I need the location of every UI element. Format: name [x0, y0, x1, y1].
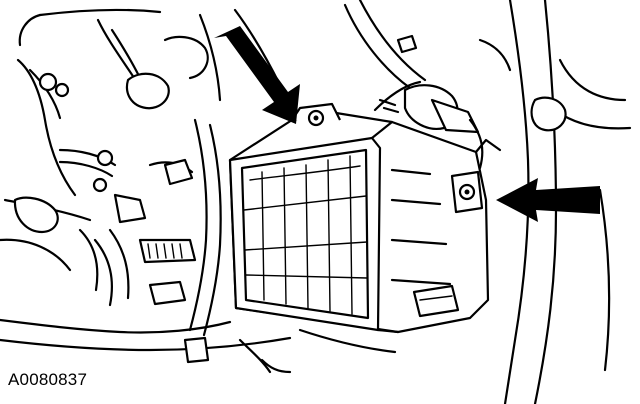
module-housing — [228, 102, 502, 334]
arrow-left-icon — [496, 178, 600, 222]
arrow-down-right-icon — [214, 26, 300, 124]
figure-id-label: A0080837 — [8, 370, 88, 389]
wiring-harness — [373, 80, 484, 170]
fender-panel — [343, 0, 632, 404]
callout-arrows — [214, 26, 600, 222]
engine-bay-background — [0, 8, 397, 374]
